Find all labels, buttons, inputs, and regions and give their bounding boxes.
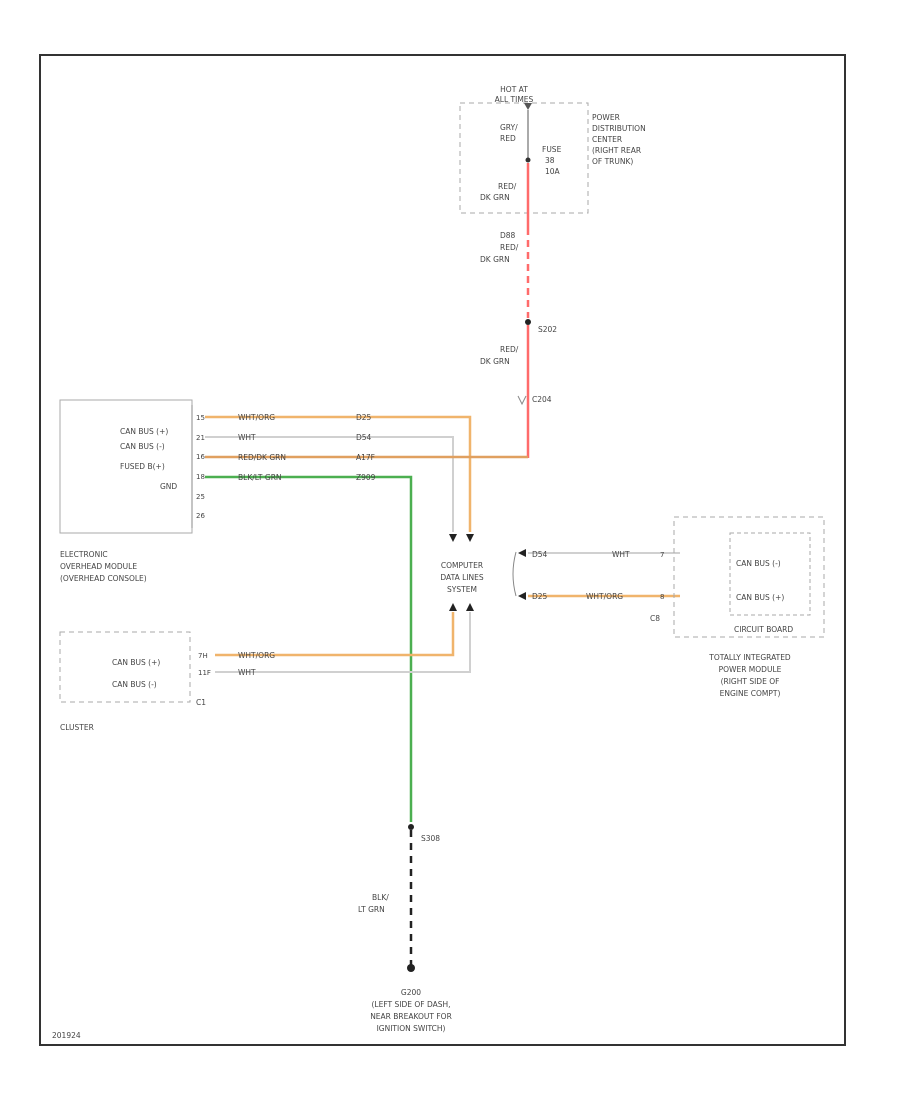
eom-pin-label-1: CAN BUS (+) <box>120 427 168 436</box>
pdc-in-wire-1: GRY/ <box>500 123 518 132</box>
eom-name-2: OVERHEAD MODULE <box>60 562 137 571</box>
tipm-can-plus-color: WHT/ORG <box>586 592 623 601</box>
cds-arrow-right-top <box>518 549 526 557</box>
tipm-can-minus-circuit: D54 <box>532 550 548 559</box>
feed-wire-color-2: DK GRN <box>480 255 510 264</box>
cluster-pin-label-1: CAN BUS (+) <box>112 658 160 667</box>
splice-s202-label: S202 <box>538 325 557 334</box>
cds-name-2: DATA LINES <box>440 573 483 582</box>
hot-at-line2: ALL TIMES <box>495 95 534 104</box>
tipm-box <box>673 516 825 638</box>
eom-can-plus-color: WHT/ORG <box>238 413 275 422</box>
tipm-sub-label: CIRCUIT BOARD <box>734 625 793 634</box>
ground-splice-node <box>408 824 414 830</box>
eom-pin-num-1: 15 <box>196 414 205 422</box>
cluster-pin-num-1: 7H <box>198 652 208 660</box>
eom-ground-circuit: Z909 <box>356 473 376 482</box>
tipm-name-3: (RIGHT SIDE OF <box>721 677 780 686</box>
ground-desc-3: IGNITION SWITCH) <box>377 1024 446 1033</box>
feed-wire-circuit: D88 <box>500 231 516 240</box>
eom-name-1: ELECTRONIC <box>60 550 108 559</box>
eom-can-minus-wire <box>205 436 454 532</box>
cds-right-bracket <box>512 551 517 597</box>
eom-pin-num-6: 26 <box>196 512 205 520</box>
eom-can-minus-color: WHT <box>238 433 256 442</box>
cluster-can-plus-color: WHT/ORG <box>238 651 275 660</box>
connector-c204-label: C204 <box>532 395 552 404</box>
eom-pin-num-4: 18 <box>196 473 205 481</box>
connector-c204-symbol <box>517 395 527 406</box>
eom-pin-num-5: 25 <box>196 493 205 501</box>
power-center-name-5: OF TRUNK) <box>592 157 633 166</box>
cluster-pin-num-2: 11F <box>198 669 211 677</box>
splice-color-1: RED/ <box>500 345 519 354</box>
tipm-name-4: ENGINE COMPT) <box>720 689 781 698</box>
cluster-can-minus-color: WHT <box>238 668 256 677</box>
tipm-pin-num-2: 8 <box>660 593 664 601</box>
cds-arrow-top-right <box>466 534 474 542</box>
bus-bar-marker <box>524 103 532 110</box>
power-center-name-1: POWER <box>592 113 620 122</box>
eom-pin-label-4: GND <box>160 482 177 491</box>
pdc-out-wire-2: DK GRN <box>480 193 510 202</box>
fuse-node <box>525 157 531 163</box>
power-center-name-2: DISTRIBUTION <box>592 124 646 133</box>
pdc-in-wire-2: RED <box>500 134 516 143</box>
eom-pin-num-2: 21 <box>196 434 205 442</box>
ground-desc-2: NEAR BREAKOUT FOR <box>370 1012 452 1021</box>
eom-can-plus-circuit: D25 <box>356 413 372 422</box>
splice-s202-node <box>525 319 531 325</box>
cds-name-1: COMPUTER <box>441 561 483 570</box>
eom-fused-b-color: RED/DK GRN <box>238 453 286 462</box>
cluster-can-plus-wire <box>215 612 455 657</box>
fuse-label-3: 10A <box>545 167 561 176</box>
tipm-pin-num-1: 7 <box>660 551 664 559</box>
ground-wire-color-1: BLK/ <box>372 893 389 902</box>
tipm-can-minus-color: WHT <box>612 550 630 559</box>
eom-pin-label-2: CAN BUS (-) <box>120 442 165 451</box>
eom-name-3: (OVERHEAD CONSOLE) <box>60 574 147 583</box>
tipm-can-plus-circuit: D25 <box>532 592 548 601</box>
power-center-name-3: CENTER <box>592 135 622 144</box>
ground-wire-color-2: LT GRN <box>358 905 385 914</box>
cluster-name: CLUSTER <box>60 723 94 732</box>
fuse-label-2: 38 <box>545 156 555 165</box>
cluster-box <box>59 631 191 703</box>
cds-arrow-bottom-right <box>466 603 474 611</box>
footer-code: 201924 <box>52 1031 81 1040</box>
tipm-circuit-board-box <box>729 532 811 616</box>
tipm-pin-label-2: CAN BUS (+) <box>736 593 784 602</box>
hot-at-line1: HOT AT <box>500 85 528 94</box>
cds-arrow-right-bottom <box>518 592 526 600</box>
eom-pin-label-3: FUSED B(+) <box>120 462 165 471</box>
ground-splice-label: S308 <box>421 834 440 843</box>
diagram-frame <box>39 54 846 1046</box>
power-center-name-4: (RIGHT REAR <box>592 146 641 155</box>
tipm-name-2: POWER MODULE <box>719 665 782 674</box>
eom-fused-b-circuit: A17F <box>356 453 375 462</box>
eom-pin-num-3: 16 <box>196 453 205 461</box>
cluster-connector-label: C1 <box>196 698 206 707</box>
eom-ground-color: BLK/LT GRN <box>238 473 282 482</box>
eom-can-minus-circuit: D54 <box>356 433 372 442</box>
cluster-can-minus-wire <box>215 612 471 673</box>
feed-wire-color-1: RED/ <box>500 243 519 252</box>
eom-ground-wire <box>205 475 413 822</box>
splice-color-2: DK GRN <box>480 357 510 366</box>
ground-point <box>407 964 415 972</box>
tipm-name-1: TOTALLY INTEGRATED <box>708 653 791 662</box>
tipm-connector-label: C8 <box>650 614 660 623</box>
eom-can-plus-wire <box>205 415 472 532</box>
pdc-out-wire-1: RED/ <box>498 182 517 191</box>
cds-arrow-bottom-left <box>449 603 457 611</box>
ground-desc-1: (LEFT SIDE OF DASH, <box>371 1000 450 1009</box>
tipm-pin-label-1: CAN BUS (-) <box>736 559 781 568</box>
ground-id: G200 <box>401 988 421 997</box>
cds-name-3: SYSTEM <box>447 585 477 594</box>
fuse-label-1: FUSE <box>542 145 562 154</box>
cds-arrow-top-left <box>449 534 457 542</box>
cluster-pin-label-2: CAN BUS (-) <box>112 680 157 689</box>
